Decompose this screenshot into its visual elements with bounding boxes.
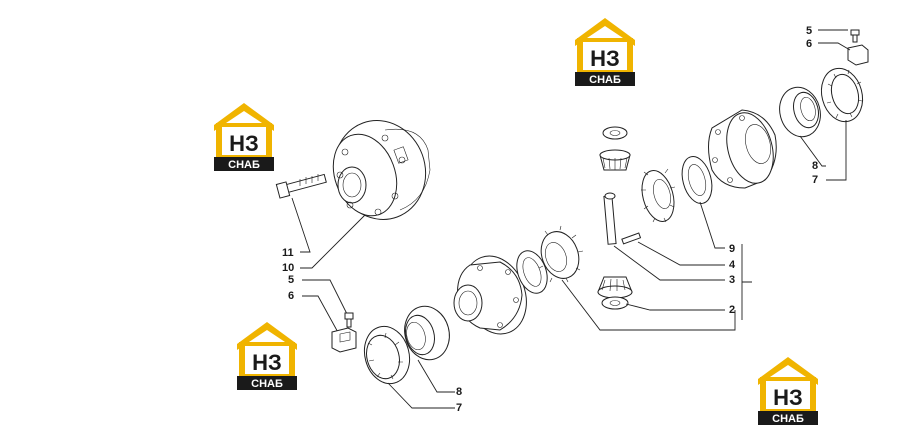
pinion-shaft xyxy=(603,192,617,245)
callout-label: 8 xyxy=(456,386,462,398)
screw xyxy=(344,312,354,328)
pinion-gear xyxy=(599,149,631,171)
callout-label: 9 xyxy=(729,243,735,255)
thrust-washer xyxy=(681,156,713,204)
differential-case-half xyxy=(453,255,527,335)
callout-label: 2 xyxy=(729,304,735,316)
pinion-washer xyxy=(601,296,629,310)
side-gear xyxy=(538,225,584,283)
logo-subtext: СНАБ xyxy=(589,74,621,86)
logo-text: НЗ xyxy=(590,46,620,71)
callout-label: 8 xyxy=(812,160,818,172)
callout-label: 11 xyxy=(282,247,294,259)
logo-subtext: СНАБ xyxy=(251,378,283,390)
differential-housing-assembled xyxy=(332,120,431,220)
logo-subtext: СНАБ xyxy=(772,413,804,425)
brand-logo: НЗ СНАБ xyxy=(575,18,635,86)
brand-logo: НЗ СНАБ xyxy=(237,322,297,390)
callout-label: 5 xyxy=(806,25,812,37)
callout-label: 7 xyxy=(456,402,462,414)
bearing xyxy=(404,305,450,361)
logo-text: НЗ xyxy=(773,385,803,410)
lock-plate xyxy=(847,44,869,66)
callout-label: 6 xyxy=(806,38,812,50)
screw xyxy=(850,29,860,43)
side-gear xyxy=(641,168,676,223)
logo-text: НЗ xyxy=(229,131,259,156)
differential-case-half xyxy=(708,109,777,189)
callout-label: 4 xyxy=(729,259,736,271)
logo-subtext: СНАБ xyxy=(228,159,260,171)
callout-label: 3 xyxy=(729,274,735,286)
adjusting-ring xyxy=(363,325,411,385)
bolt xyxy=(275,173,327,199)
logo-text: НЗ xyxy=(252,350,282,375)
pinion-washer xyxy=(602,126,628,140)
roll-pin xyxy=(621,232,642,245)
lock-plate xyxy=(331,327,357,353)
adjusting-ring xyxy=(820,67,864,123)
brand-logo: НЗ СНАБ xyxy=(214,103,274,171)
callout-label: 7 xyxy=(812,174,818,186)
brand-logo: НЗ СНАБ xyxy=(758,357,818,425)
pinion-gear xyxy=(597,276,633,299)
thrust-washer xyxy=(516,250,548,294)
callout-label: 10 xyxy=(282,262,294,274)
callout-label: 6 xyxy=(288,290,294,302)
bearing xyxy=(779,86,821,138)
callout-label: 5 xyxy=(288,274,294,286)
